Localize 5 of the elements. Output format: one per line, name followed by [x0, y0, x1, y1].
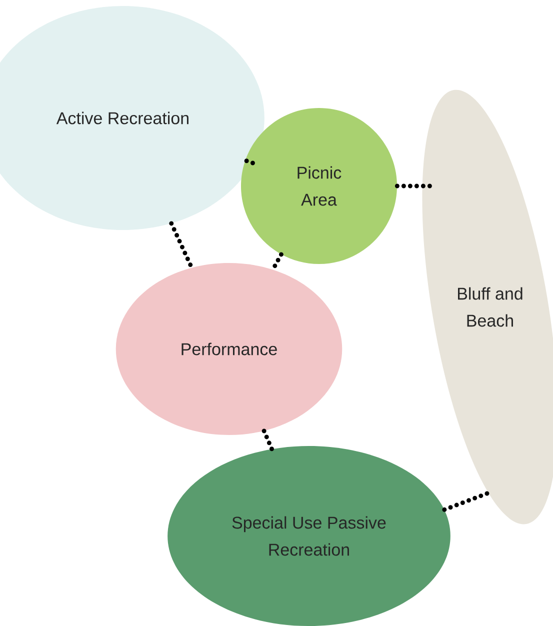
dotted-connector [242, 158, 255, 166]
dotted-connector [394, 184, 435, 188]
dotted-connector [262, 428, 274, 452]
dotted-connector [442, 490, 491, 512]
dotted-connector [169, 221, 194, 270]
